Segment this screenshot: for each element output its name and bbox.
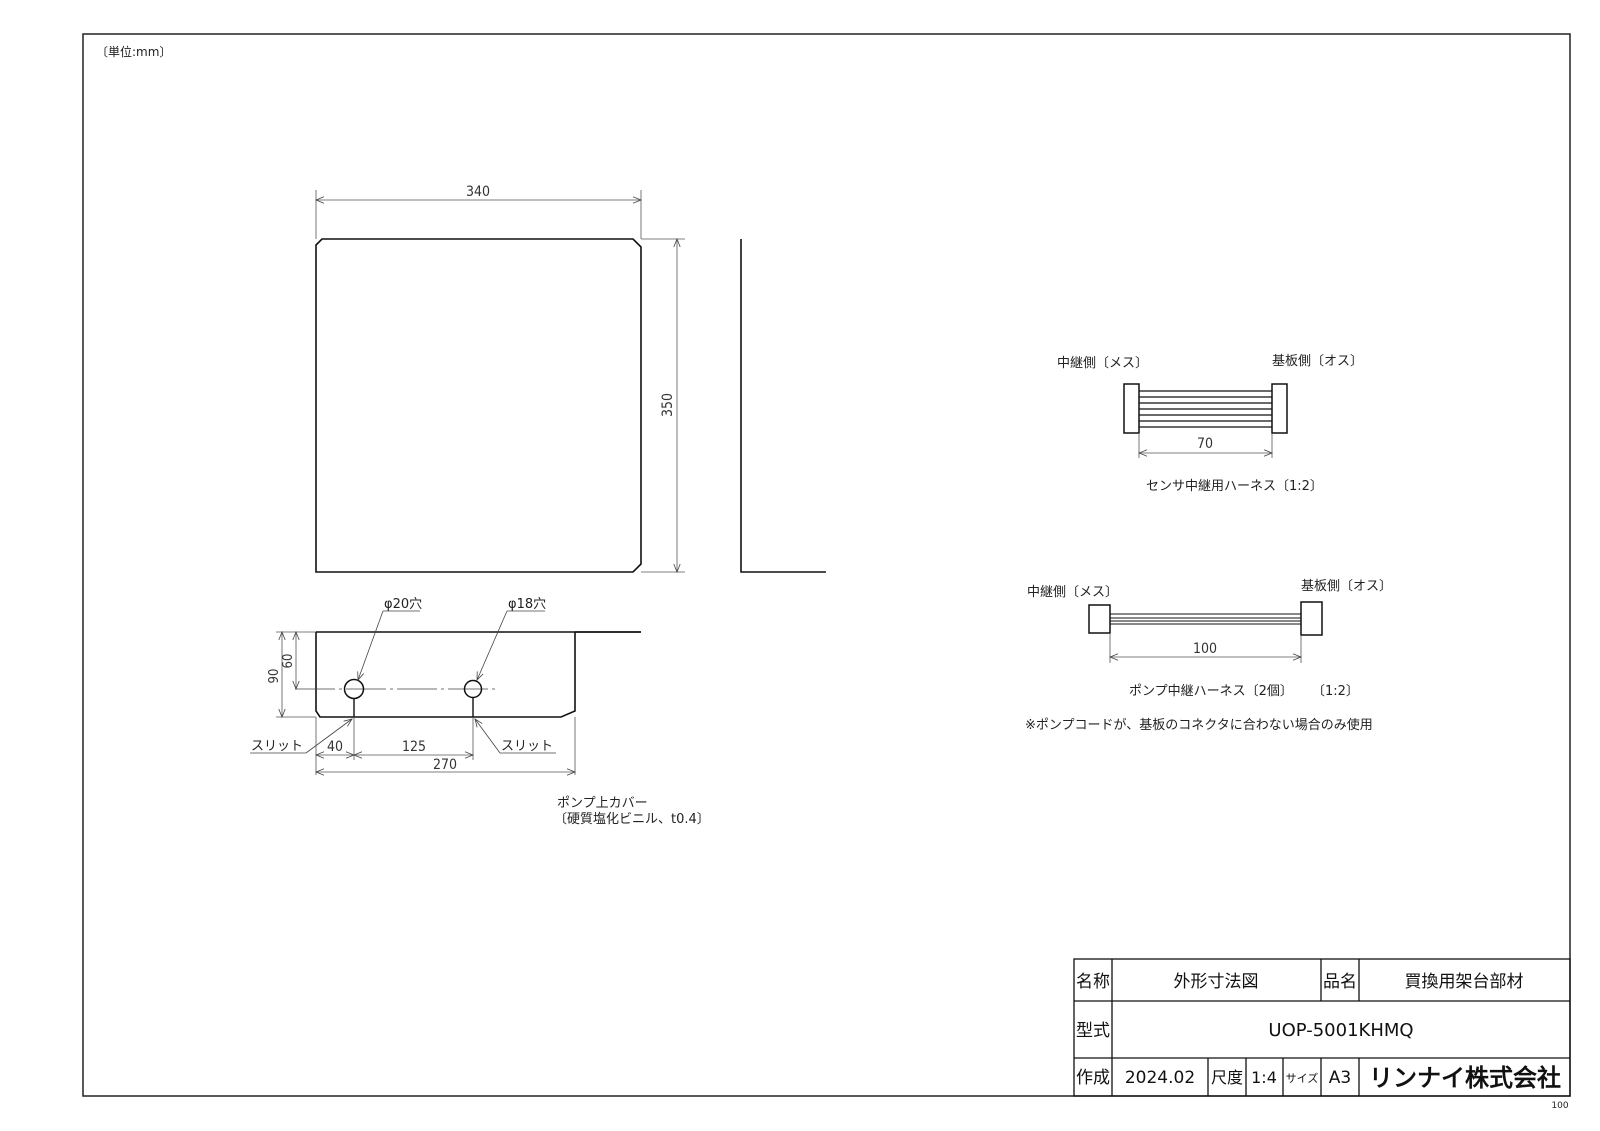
title-created-label: 作成 xyxy=(1076,1068,1110,1088)
pump-left-label: 中継側〔メス〕 xyxy=(1027,585,1118,600)
pump-harness-caption: ポンプ中継ハーネス〔2個〕 xyxy=(1129,684,1293,699)
cover-bottom-view: φ20穴 φ18穴 90 60 40 125 270 スリット スリット ポンプ… xyxy=(250,597,710,827)
dim-270: 270 xyxy=(433,757,457,773)
title-size-label: サイズ xyxy=(1286,1071,1319,1085)
title-created-value: 2024.02 xyxy=(1125,1068,1195,1088)
title-model-label: 型式 xyxy=(1076,1021,1110,1041)
title-size-value: A3 xyxy=(1329,1068,1351,1088)
pump-harness-note: ※ポンプコードが、基板のコネクタに合わない場合のみ使用 xyxy=(1025,717,1373,733)
pump-harness-diagram: 中継側〔メス〕 基板側〔オス〕 100 ポンプ中継ハーネス〔2個〕 〔1:2〕 … xyxy=(1025,579,1392,733)
sensor-right-label: 基板側〔オス〕 xyxy=(1272,354,1363,369)
slit-left-label: スリット xyxy=(251,739,303,754)
sensor-connector-male xyxy=(1271,383,1288,434)
unit-note: 〔単位:mm〕 xyxy=(96,44,171,59)
cover-front-view: 340 350 xyxy=(316,184,685,572)
title-name-value: 外形寸法図 xyxy=(1174,972,1259,992)
cover-side-view xyxy=(740,239,826,573)
hole1-label: φ20穴 xyxy=(384,597,422,612)
title-block xyxy=(1073,958,1571,1097)
pump-length-dim: 100 xyxy=(1193,641,1217,657)
cover-caption-material: 〔硬質塩化ビニル、t0.4〕 xyxy=(554,812,710,827)
width-dimension: 340 xyxy=(466,184,490,200)
slit-right-label: スリット xyxy=(501,739,553,754)
cover-outline xyxy=(315,238,642,573)
dim-125: 125 xyxy=(402,739,426,755)
title-scale-value: 1:4 xyxy=(1251,1068,1277,1087)
sensor-length-dim: 70 xyxy=(1197,436,1213,452)
title-name-label: 名称 xyxy=(1076,972,1110,992)
dim-40: 40 xyxy=(327,739,343,755)
pump-connector-male xyxy=(1300,601,1323,636)
hole2-label: φ18穴 xyxy=(508,597,546,612)
title-scale-label: 尺度 xyxy=(1211,1068,1243,1087)
pump-connector-female xyxy=(1088,604,1111,634)
page-marker: 100 xyxy=(1551,1101,1568,1111)
title-product-label: 品名 xyxy=(1323,972,1357,992)
sensor-left-label: 中継側〔メス〕 xyxy=(1057,356,1148,371)
pump-harness-scale: 〔1:2〕 xyxy=(1312,684,1359,699)
sheet-border xyxy=(82,33,1571,1097)
title-model-value: UOP-5001KHMQ xyxy=(1268,1020,1413,1041)
title-product-value: 買換用架台部材 xyxy=(1405,972,1524,992)
sensor-connector-female xyxy=(1123,383,1140,434)
company-logo-text: リンナイ株式会社 xyxy=(1369,1064,1561,1092)
dim-90: 90 xyxy=(267,669,282,684)
cover-caption-title: ポンプ上カバー xyxy=(557,796,648,811)
height-dimension: 350 xyxy=(660,393,676,417)
pump-right-label: 基板側〔オス〕 xyxy=(1301,579,1392,594)
sensor-harness-caption: センサ中継用ハーネス〔1:2〕 xyxy=(1146,479,1323,494)
dim-60: 60 xyxy=(281,654,296,669)
sensor-harness-diagram: 中継側〔メス〕 基板側〔オス〕 70 センサ中継用ハーネス〔1:2〕 xyxy=(1057,354,1363,494)
